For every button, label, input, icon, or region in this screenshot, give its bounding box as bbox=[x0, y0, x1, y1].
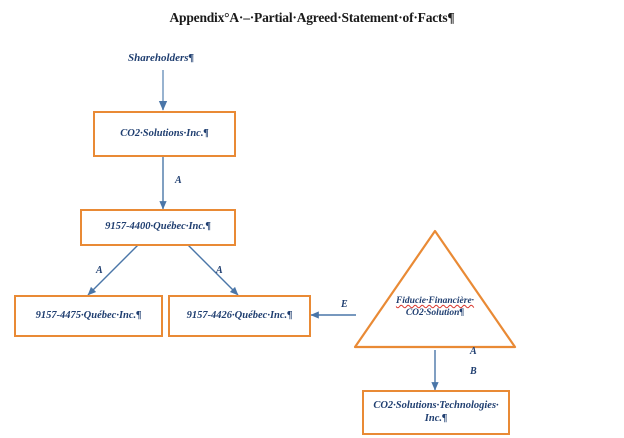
page-title: Appendix°A·–·Partial·Agreed·Statement·of… bbox=[169, 10, 455, 25]
edge-label-9157-4400-to-9157-4475: A bbox=[96, 265, 103, 276]
node-9157-4475-quebec-inc[interactable]: 9157-4475·Québec·Inc.¶ bbox=[14, 295, 163, 337]
node-fiducie-line1: Fiducie·Financière· bbox=[395, 296, 475, 306]
node-fiducie-financiere-label: Fiducie·Financière· CO2·Solution¶ bbox=[380, 296, 490, 319]
node-fiducie-line2: CO2·Solution¶ bbox=[405, 307, 465, 318]
node-9157-4426-quebec-inc-label: 9157-4426·Québec·Inc.¶ bbox=[186, 309, 293, 321]
node-9157-4475-quebec-inc-label: 9157-4475·Québec·Inc.¶ bbox=[35, 309, 142, 321]
node-co2-technologies-line1: CO2·Solutions·Technologies· bbox=[373, 399, 499, 411]
node-co2-solutions-inc[interactable]: CO2·Solutions·Inc.¶ bbox=[93, 111, 236, 157]
node-9157-4400-quebec-inc[interactable]: 9157-4400·Québec·Inc.¶ bbox=[80, 209, 236, 246]
edge-label-fiducie-to-co2technologies-a: A bbox=[470, 346, 477, 357]
edge-label-fiducie-to-co2technologies-b: B bbox=[470, 366, 477, 377]
node-fiducie-financiere[interactable]: Fiducie·Financière· CO2·Solution¶ bbox=[352, 228, 518, 350]
node-shareholders: Shareholders¶ bbox=[128, 52, 195, 64]
edge-label-9157-4400-to-9157-4426: A bbox=[216, 265, 223, 276]
node-co2-solutions-inc-label: CO2·Solutions·Inc.¶ bbox=[120, 127, 209, 139]
node-9157-4400-quebec-inc-label: 9157-4400·Québec·Inc.¶ bbox=[105, 221, 211, 233]
edge-9157-4400-to-9157-4426 bbox=[187, 244, 239, 296]
node-co2-technologies-line2: Inc.¶ bbox=[424, 412, 448, 424]
node-co2-solutions-technologies-inc[interactable]: CO2·Solutions·Technologies· Inc.¶ bbox=[362, 390, 510, 435]
edge-label-co2solutions-to-9157-4400: A bbox=[175, 175, 182, 186]
triangle-shape bbox=[353, 229, 517, 349]
node-9157-4426-quebec-inc[interactable]: 9157-4426·Québec·Inc.¶ bbox=[168, 295, 311, 337]
edge-label-fiducie-to-9157-4426: E bbox=[341, 299, 348, 310]
